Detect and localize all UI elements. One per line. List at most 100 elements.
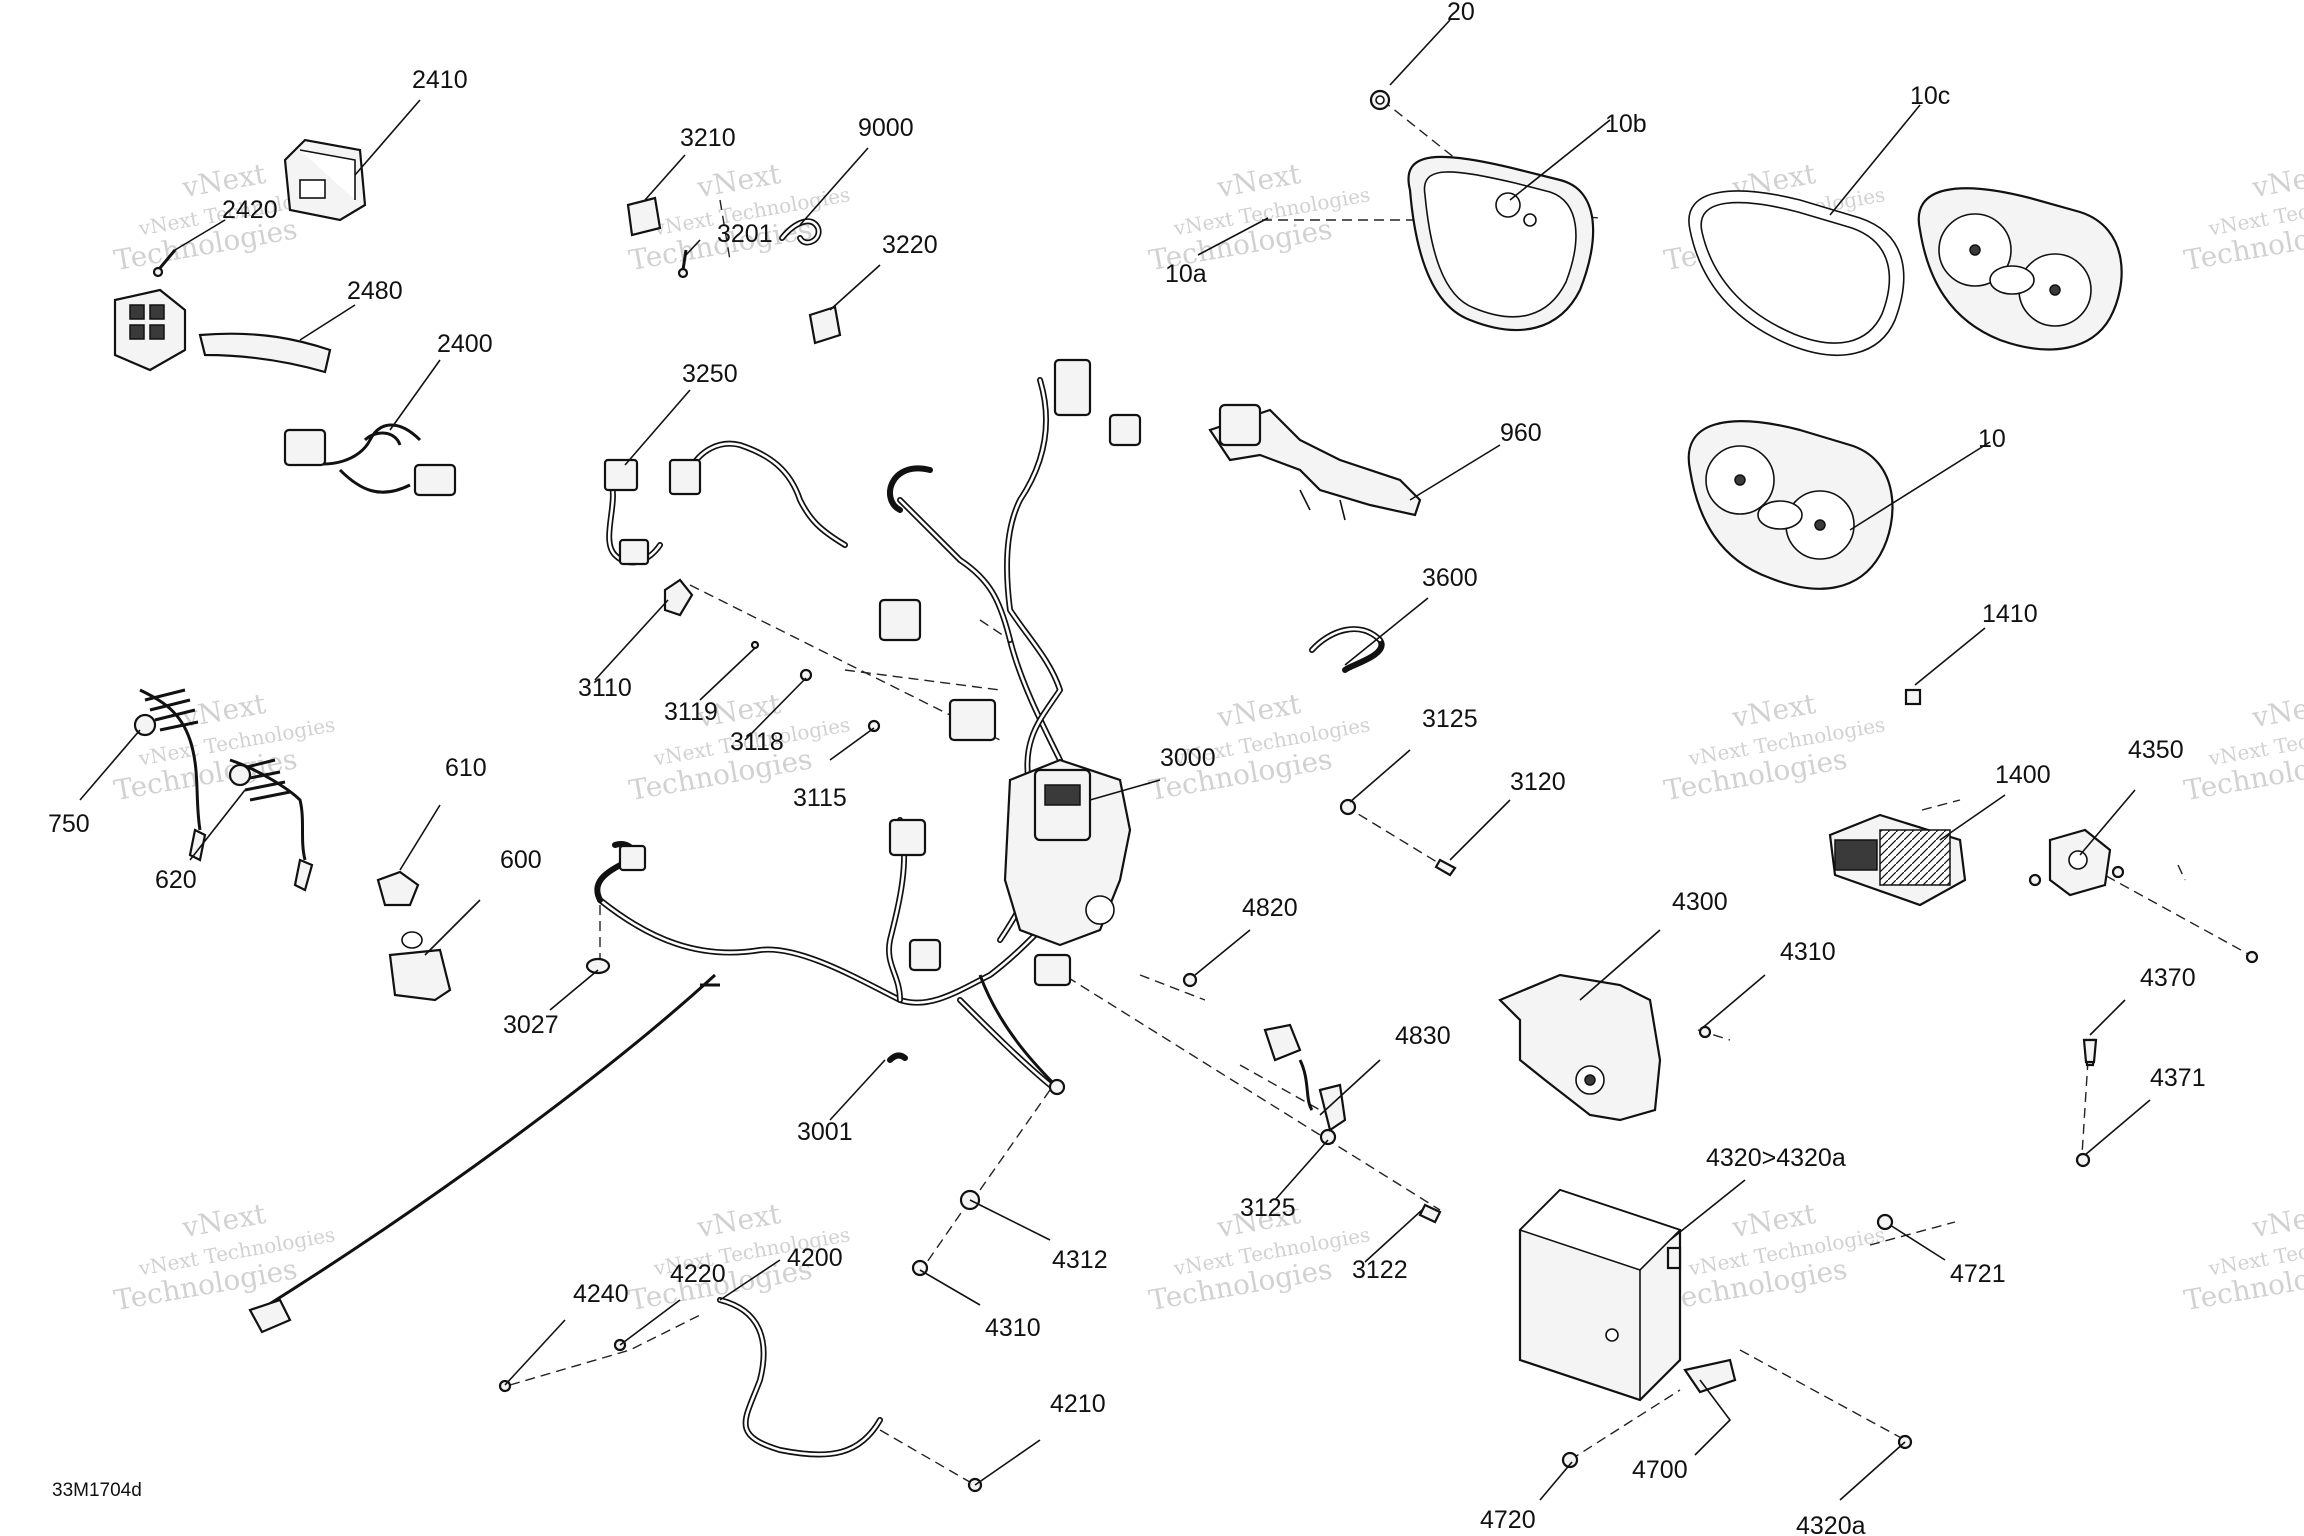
callout-610[interactable]: 610 — [445, 754, 487, 782]
part-3110-connector — [663, 578, 694, 617]
callout-4210[interactable]: 4210 — [1050, 1390, 1106, 1418]
part-3600-cable — [1309, 626, 1385, 673]
part-3000-main-harness — [597, 358, 1142, 1088]
callout-3122[interactable]: 3122 — [1352, 1256, 1408, 1284]
part-2420-screw — [152, 249, 177, 278]
callout-4370[interactable]: 4370 — [2140, 964, 2196, 992]
callout-1410[interactable]: 1410 — [1982, 600, 2038, 628]
callout-4350[interactable]: 4350 — [2128, 736, 2184, 764]
callout-3125-upper[interactable]: 3125 — [1422, 705, 1478, 733]
watermark-large-text: vNext — [2249, 687, 2304, 734]
watermark-large-text: vNext — [2249, 1197, 2304, 1244]
part-960-bracket — [1208, 403, 1422, 521]
callout-10c[interactable]: 10c — [1910, 82, 1950, 110]
part-9000-clip — [779, 218, 822, 246]
callout-10a[interactable]: 10a — [1165, 260, 1207, 288]
callout-2400[interactable]: 2400 — [437, 330, 493, 358]
callout-4200[interactable]: 4200 — [787, 1244, 843, 1272]
callout-3220[interactable]: 3220 — [882, 231, 938, 259]
callout-600[interactable]: 600 — [500, 846, 542, 874]
part-4820-4830-boot — [1263, 1023, 1347, 1132]
part-1410-cap — [1904, 688, 1922, 706]
part-3027-pad — [585, 841, 647, 975]
callout-4320[interactable]: 4320>4320a — [1706, 1144, 1846, 1172]
diagram-code: 33M1704d — [52, 1480, 142, 1501]
part-handlebar-switch — [113, 288, 457, 497]
part-gauge-cluster — [1687, 420, 1894, 590]
callout-3000[interactable]: 3000 — [1160, 744, 1216, 772]
callout-4312[interactable]: 4312 — [1052, 1246, 1108, 1274]
callout-4300[interactable]: 4300 — [1672, 888, 1728, 916]
callout-3201[interactable]: 3201 — [717, 220, 773, 248]
callout-3118[interactable]: 3118 — [730, 728, 784, 756]
callout-4310-right[interactable]: 4310 — [1780, 938, 1836, 966]
part-long-sensor-cable — [248, 973, 1066, 1334]
callout-10b[interactable]: 10b — [1605, 110, 1647, 138]
callout-4720[interactable]: 4720 — [1480, 1506, 1536, 1534]
callout-2410[interactable]: 2410 — [412, 66, 468, 94]
part-10b-bezel — [1407, 155, 1595, 332]
part-2410-module — [283, 138, 367, 222]
callout-2480[interactable]: 2480 — [347, 277, 403, 305]
part-10c-lens — [1688, 190, 1905, 356]
callout-3120[interactable]: 3120 — [1510, 768, 1566, 796]
part-3250-harness — [603, 440, 848, 566]
callout-4371[interactable]: 4371 — [2150, 1064, 2206, 1092]
callout-1400[interactable]: 1400 — [1995, 761, 2051, 789]
watermark-large-text: vNext — [2249, 157, 2304, 204]
callout-750[interactable]: 750 — [48, 810, 90, 838]
part-4700-bracket — [1683, 1358, 1737, 1394]
part-3220-pad — [808, 305, 842, 345]
part-20-nut — [1369, 89, 1391, 111]
callout-3110[interactable]: 3110 — [578, 674, 632, 702]
callout-3125-lower[interactable]: 3125 — [1240, 1194, 1296, 1222]
part-4370-bolt — [2082, 1038, 2098, 1064]
callout-3119[interactable]: 3119 — [664, 698, 718, 726]
part-620-lanyard — [228, 758, 314, 892]
callout-3600[interactable]: 3600 — [1422, 564, 1478, 592]
watermark-layer: vNext TechnologiesvNextTechnologiesvNext… — [111, 157, 2304, 1317]
callout-960[interactable]: 960 — [1500, 419, 1542, 447]
part-4200-cable — [717, 1297, 883, 1458]
callout-4320a[interactable]: 4320a — [1796, 1512, 1866, 1536]
callout-4240[interactable]: 4240 — [573, 1280, 629, 1308]
callout-2420[interactable]: 2420 — [222, 196, 278, 224]
callout-labels: 20 10b 10c 10a 10 2410 2420 2480 2400 32… — [48, 0, 2206, 1536]
callout-10[interactable]: 10 — [1978, 425, 2006, 453]
callout-3001[interactable]: 3001 — [797, 1118, 853, 1146]
part-4320-ecu — [1518, 1188, 1682, 1402]
callout-9000[interactable]: 9000 — [858, 114, 914, 142]
part-3210-pad — [626, 196, 662, 237]
callout-3115[interactable]: 3115 — [793, 784, 847, 812]
part-1400-regulator — [1828, 813, 1967, 907]
part-3001-strap — [887, 1052, 908, 1063]
callout-620[interactable]: 620 — [155, 866, 197, 894]
callout-3250[interactable]: 3250 — [682, 360, 738, 388]
callout-3027[interactable]: 3027 — [503, 1011, 559, 1039]
callout-20[interactable]: 20 — [1447, 0, 1475, 26]
callout-4721[interactable]: 4721 — [1950, 1260, 2006, 1288]
callout-4220[interactable]: 4220 — [670, 1260, 726, 1288]
part-gauge-cluster-upper — [1917, 187, 2123, 351]
part-600-switch — [388, 931, 452, 1002]
callout-3210[interactable]: 3210 — [680, 124, 736, 152]
callout-4700[interactable]: 4700 — [1632, 1456, 1688, 1484]
callout-4830[interactable]: 4830 — [1395, 1022, 1451, 1050]
part-750-lanyard — [133, 688, 207, 862]
part-4350-relay — [2028, 828, 2125, 897]
callout-4310-lower[interactable]: 4310 — [985, 1314, 1041, 1342]
callout-4820[interactable]: 4820 — [1242, 894, 1298, 922]
part-4300-bracket — [1498, 973, 1662, 1122]
part-3201-screw — [677, 249, 689, 279]
leader-lines — [79, 19, 2151, 1501]
